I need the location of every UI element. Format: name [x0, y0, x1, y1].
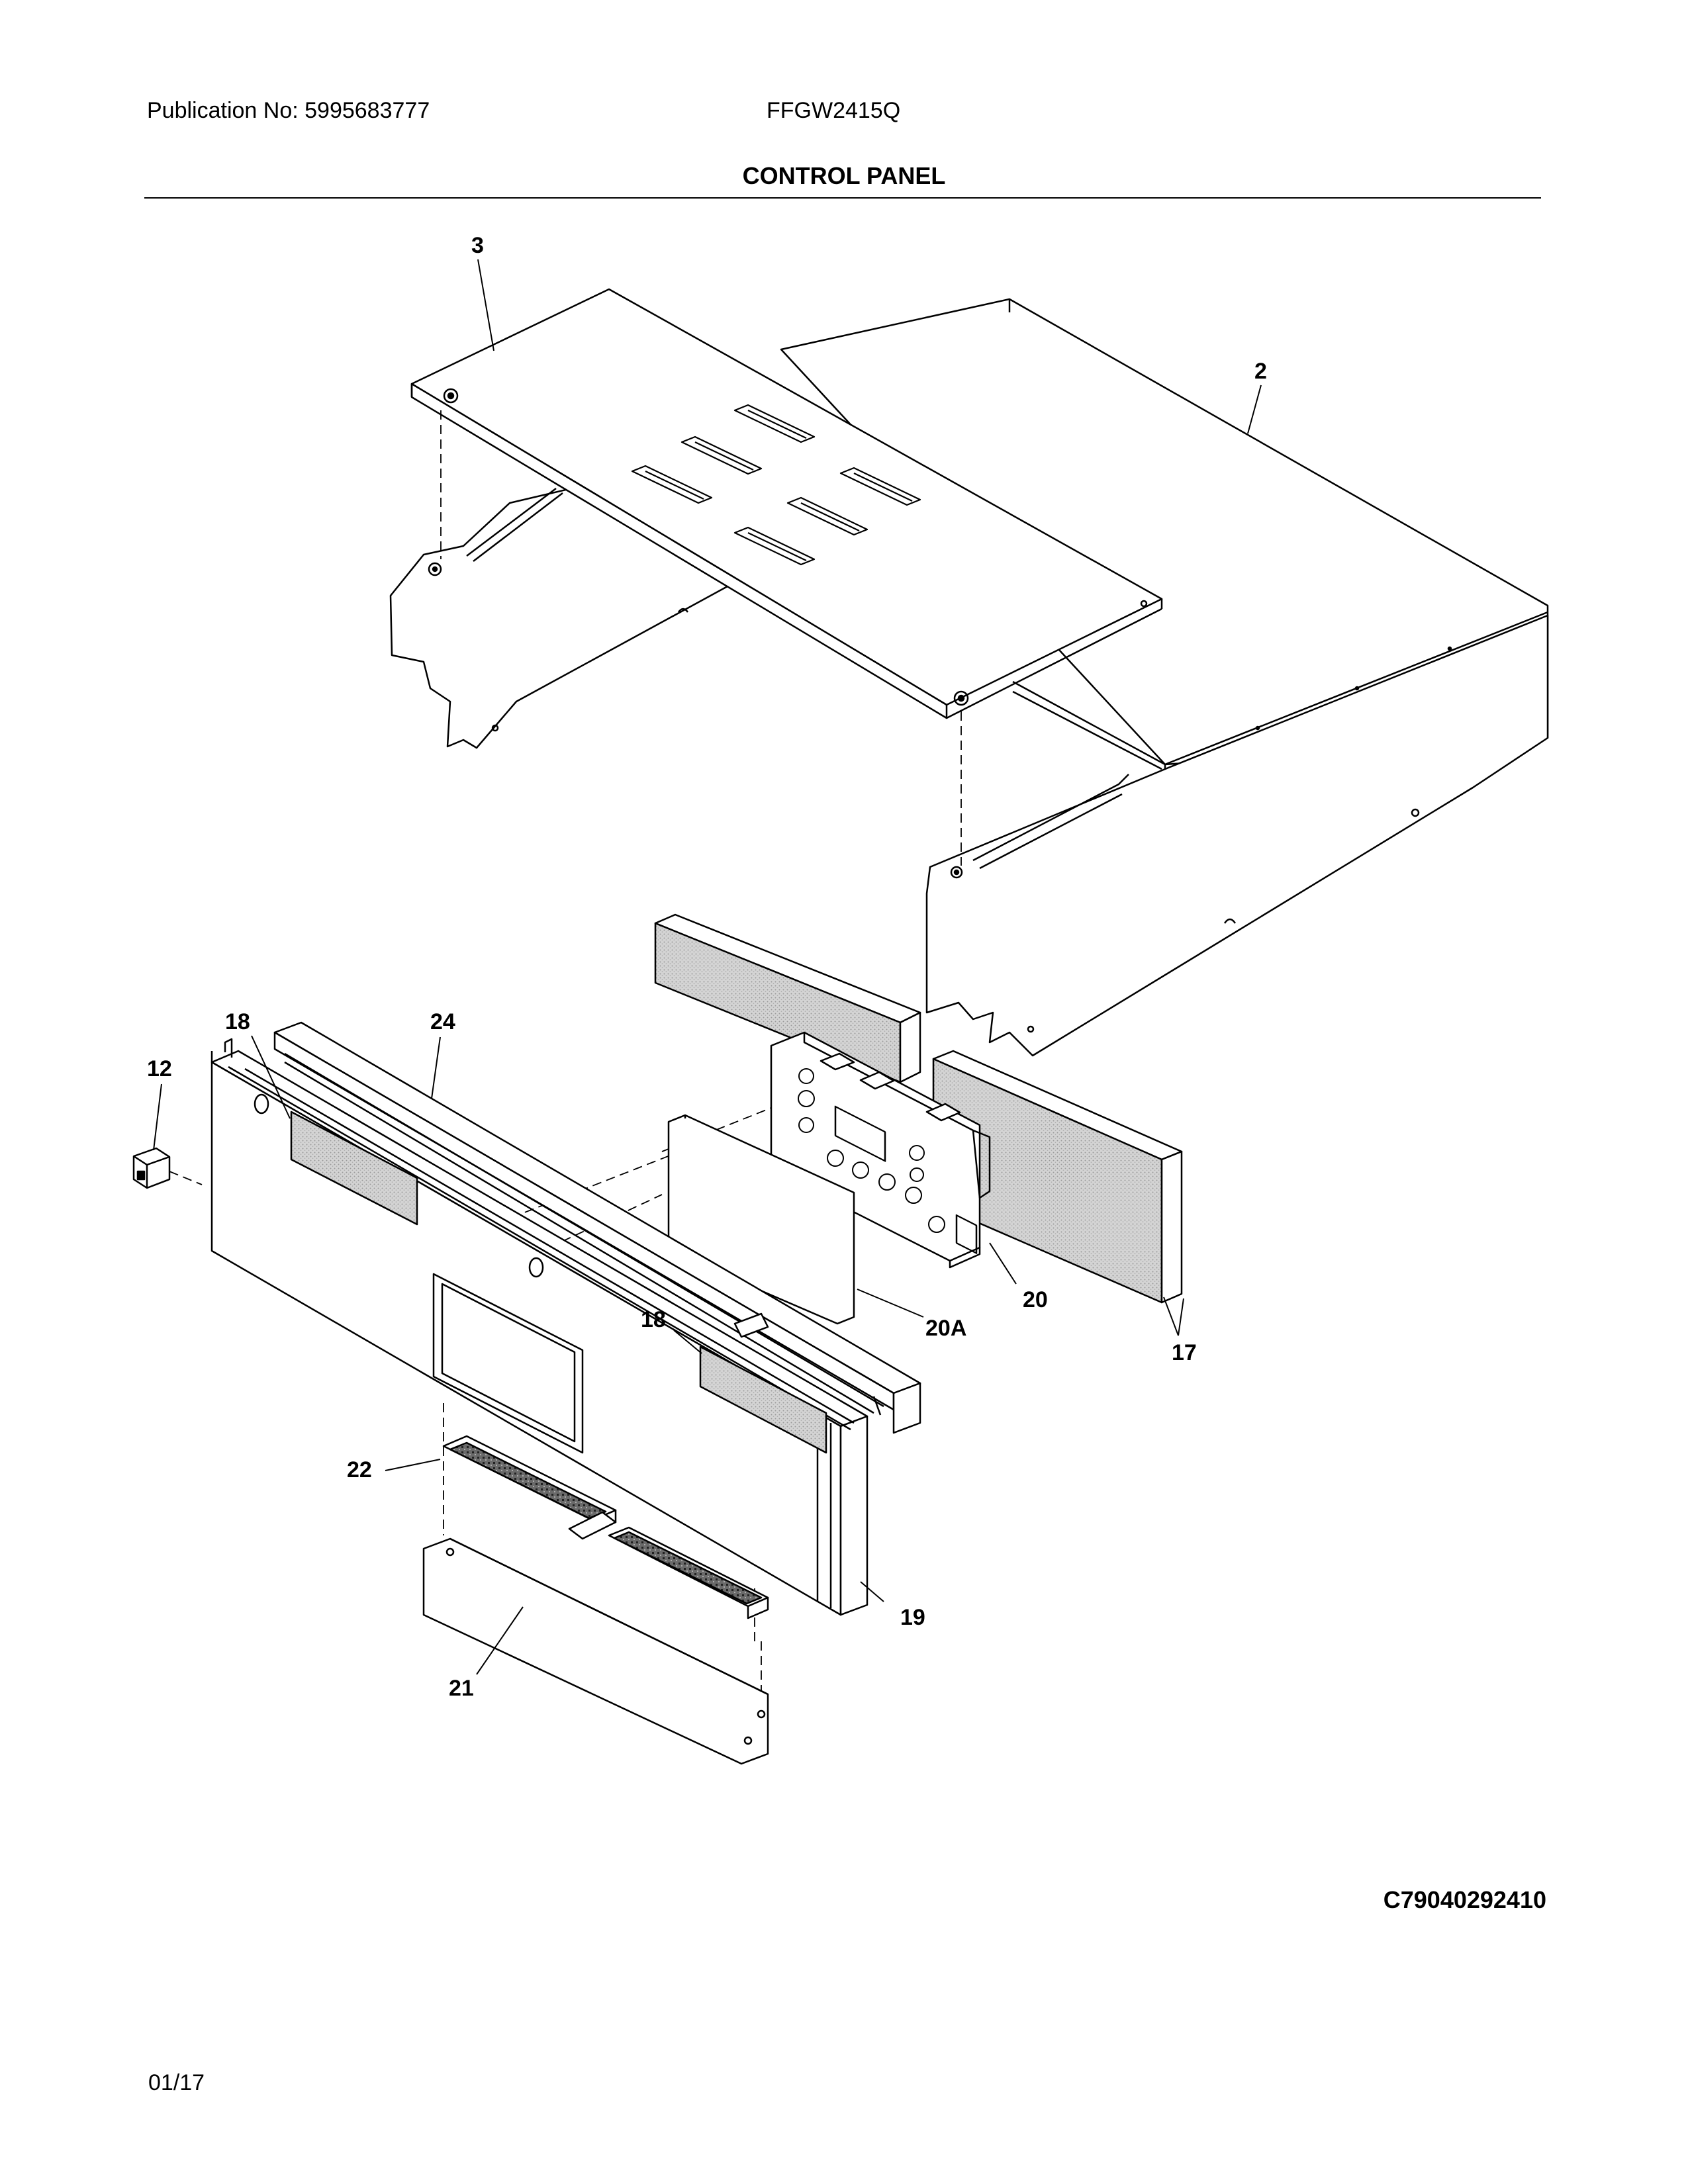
part-17-insulation — [654, 913, 1183, 1304]
part-2-housing — [780, 298, 1549, 1057]
page-title: CONTROL PANEL — [742, 162, 946, 189]
callout-17: 17 — [1172, 1340, 1197, 1365]
callout-12: 12 — [147, 1056, 172, 1081]
part-3-top-cover — [410, 288, 1163, 719]
part-19-console — [211, 1038, 868, 1616]
diagram-code: C79040292410 — [1383, 1886, 1546, 1913]
callout-24: 24 — [430, 1009, 455, 1034]
header-divider — [144, 197, 1541, 199]
callout-19: 19 — [900, 1605, 925, 1630]
leader-lines — [153, 259, 1262, 1675]
part-20-control-board — [770, 1031, 991, 1269]
callout-22: 22 — [347, 1457, 372, 1482]
callout-21: 21 — [449, 1676, 474, 1701]
callout-18-top: 18 — [225, 1009, 250, 1034]
model-number: FFGW2415Q — [767, 98, 901, 123]
part-24-trim-channel — [273, 1021, 921, 1434]
revision-date: 01/17 — [148, 2070, 205, 2095]
part-12-switch — [132, 1147, 171, 1189]
callout-20a: 20A — [925, 1316, 966, 1341]
callout-labels: 3 2 18 24 12 20 20A 17 18 22 19 21 — [147, 233, 1267, 1701]
part-21-bracket — [422, 1511, 769, 1765]
publication-number: Publication No: 5995683777 — [147, 98, 430, 123]
callout-3: 3 — [471, 233, 484, 258]
callout-2: 2 — [1254, 359, 1267, 384]
callout-18-bottom: 18 — [641, 1307, 666, 1332]
callout-20: 20 — [1023, 1287, 1048, 1312]
